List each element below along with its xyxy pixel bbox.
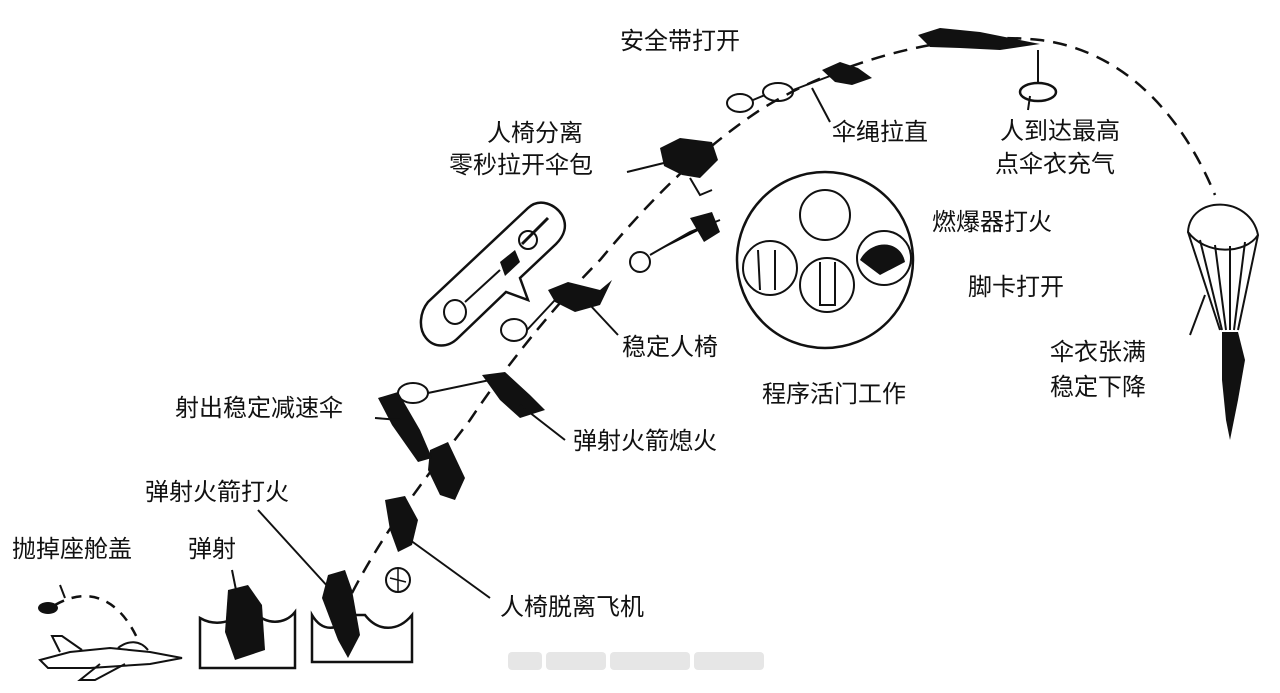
- descending-pilot-silhouette: [1222, 332, 1245, 440]
- detail-circle-top: [799, 189, 851, 241]
- leader-lines: [59, 87, 1206, 601]
- separation-chute: [629, 251, 651, 273]
- belt-chute-1: [726, 93, 754, 113]
- detail-circle-right: [856, 230, 912, 286]
- label-rocket-burnout: 弹射火箭熄火: [573, 427, 717, 455]
- label-canopy-full-line1: 伞衣张满: [1050, 338, 1146, 366]
- label-stabilize-seat: 稳定人椅: [622, 333, 718, 361]
- label-apex-line1: 人到达最高: [1000, 117, 1120, 145]
- inset-chute: [443, 299, 467, 325]
- apex-chute: [1018, 81, 1058, 103]
- seat-leaving-silhouette: [385, 496, 418, 552]
- label-igniter-fire: 燃爆器打火: [932, 208, 1052, 236]
- detail-circle-left: [742, 240, 798, 296]
- separating-seat-silhouette: [660, 138, 718, 178]
- label-ejection-rocket-fire: 弹射火箭打火: [145, 478, 289, 506]
- inset-eye-shape: [518, 230, 538, 250]
- belt-pilot-silhouette: [822, 62, 872, 85]
- pilot-in-seat-silhouette: [225, 585, 265, 660]
- label-apex-line2: 点伞衣充气: [995, 150, 1115, 178]
- watermark-blur: [508, 650, 778, 674]
- belt-chute-2: [762, 82, 794, 102]
- label-drogue-deploy: 射出稳定减速伞: [175, 394, 343, 422]
- apex-pilot-silhouette: [918, 28, 1040, 50]
- label-seat-separation-line1: 人椅分离: [487, 119, 583, 147]
- label-belt-open: 安全带打开: [620, 27, 740, 55]
- label-eject: 弹射: [188, 535, 236, 563]
- label-seat-separation-line2: 零秒拉开伞包: [449, 151, 593, 179]
- seat-drogue-silhouette: [428, 442, 465, 500]
- canopy-piece: [38, 602, 58, 614]
- label-seat-leaves-aircraft: 人椅脱离飞机: [500, 593, 644, 621]
- canopy-arc-path: [54, 594, 140, 641]
- small-seat-silhouette: [690, 212, 720, 242]
- stabilized-seat-silhouette: [548, 280, 612, 312]
- inset-seat-shape: [500, 250, 520, 276]
- seat-burnout-silhouette: [482, 372, 545, 418]
- stabilize-chute: [500, 318, 528, 342]
- jet-aircraft: [38, 635, 183, 681]
- cockpit-box-rocket: [310, 610, 414, 664]
- label-jettison-canopy: 抛掉座舱盖: [12, 535, 132, 563]
- detail-circle: [735, 170, 915, 350]
- label-foot-clamp-open: 脚卡打开: [968, 273, 1064, 301]
- seat-flame-silhouette: [378, 392, 432, 462]
- label-canopy-full-line2: 稳定下降: [1050, 373, 1146, 401]
- label-sequencer-valve: 程序活门工作: [762, 380, 906, 408]
- full-parachute: [1186, 203, 1260, 331]
- seat-rising-silhouette: [322, 570, 360, 658]
- inset-rounded-box: [419, 201, 567, 347]
- detail-circle-center: [799, 257, 855, 313]
- drogue-chute: [397, 382, 429, 404]
- label-lines-straight: 伞绳拉直: [832, 118, 928, 146]
